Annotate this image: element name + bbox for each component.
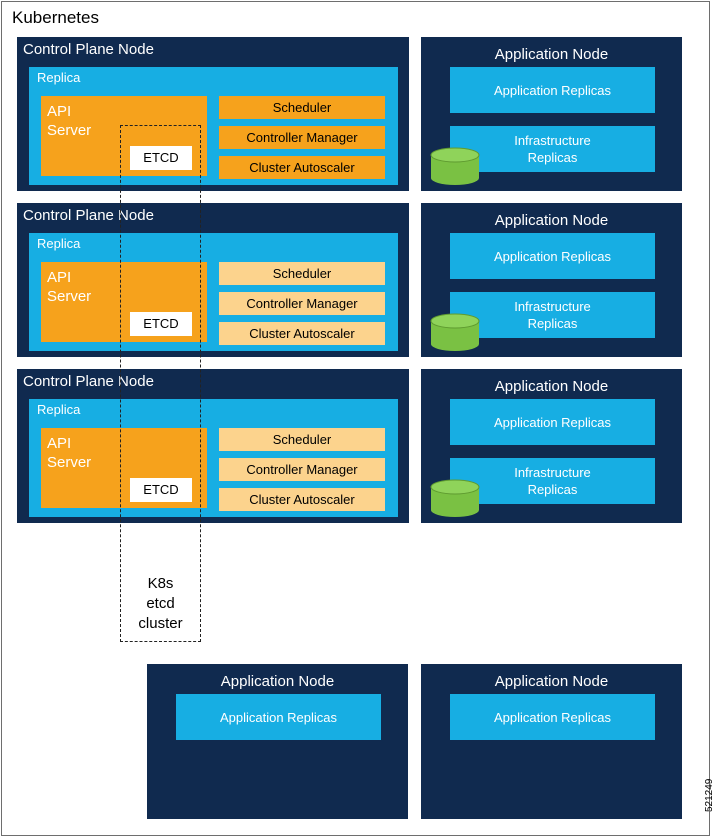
application-replicas-label: Application Replicas — [219, 709, 338, 725]
storage-disk-icon — [430, 479, 480, 517]
controller-manager-box: Controller Manager — [219, 292, 385, 315]
control-plane-node-title: Control Plane Node — [23, 41, 154, 58]
infrastructure-replicas-box: Infrastructure Replicas — [450, 292, 655, 338]
application-replicas-box: Application Replicas — [450, 233, 655, 279]
application-node-title: Application Node — [220, 673, 335, 690]
api-server-box: API Server ETCD — [41, 262, 207, 342]
control-plane-node-2: Control Plane Node Replica API Server ET… — [17, 203, 409, 357]
application-node-3: Application Node Application Replicas In… — [421, 369, 682, 523]
control-plane-node-3: Control Plane Node Replica API Server ET… — [17, 369, 409, 523]
api-server-label: API Server — [47, 103, 92, 139]
etcd-box: ETCD — [130, 312, 192, 336]
cluster-autoscaler-box: Cluster Autoscaler — [219, 488, 385, 511]
control-plane-node-title: Control Plane Node — [23, 373, 154, 390]
cluster-autoscaler-box: Cluster Autoscaler — [219, 322, 385, 345]
api-server-label: API Server — [47, 435, 92, 471]
application-replicas-box: Application Replicas — [450, 694, 655, 740]
controller-manager-box: Controller Manager — [219, 458, 385, 481]
cluster-autoscaler-box: Cluster Autoscaler — [219, 156, 385, 179]
infrastructure-replicas-label: Infrastructure Replicas — [514, 465, 591, 497]
application-replicas-label: Application Replicas — [493, 82, 612, 98]
storage-disk-icon — [430, 313, 480, 351]
application-node-title: Application Node — [494, 673, 609, 690]
infrastructure-replicas-label: Infrastructure Replicas — [514, 299, 591, 331]
application-replicas-label: Application Replicas — [493, 709, 612, 725]
replica-label: Replica — [37, 70, 81, 85]
etcd-box: ETCD — [130, 146, 192, 170]
diagram-title: Kubernetes — [12, 8, 99, 27]
api-server-box: API Server ETCD — [41, 428, 207, 508]
figure-number: 521249 — [704, 778, 715, 812]
application-replicas-box: Application Replicas — [450, 399, 655, 445]
control-plane-node-1: Control Plane Node Replica API Server ET… — [17, 37, 409, 191]
application-replicas-label: Application Replicas — [493, 414, 612, 430]
application-node-title: Application Node — [494, 46, 609, 63]
scheduler-box: Scheduler — [219, 428, 385, 451]
etcd-cluster-label: K8s etcd cluster — [138, 575, 183, 632]
application-node-title: Application Node — [494, 212, 609, 229]
control-plane-node-title: Control Plane Node — [23, 207, 154, 224]
infrastructure-replicas-box: Infrastructure Replicas — [450, 458, 655, 504]
kubernetes-frame — [1, 1, 710, 836]
application-node-1: Application Node Application Replicas In… — [421, 37, 682, 191]
application-node-5: Application Node Application Replicas — [421, 664, 682, 819]
infrastructure-replicas-label: Infrastructure Replicas — [514, 133, 591, 165]
application-replicas-box: Application Replicas — [450, 67, 655, 113]
replica-label: Replica — [37, 402, 81, 417]
scheduler-box: Scheduler — [219, 262, 385, 285]
etcd-cluster-boundary — [120, 125, 201, 642]
scheduler-box: Scheduler — [219, 96, 385, 119]
api-server-label: API Server — [47, 269, 92, 305]
storage-disk-icon — [430, 147, 480, 185]
controller-manager-box: Controller Manager — [219, 126, 385, 149]
application-replicas-box: Application Replicas — [176, 694, 381, 740]
application-replicas-label: Application Replicas — [493, 248, 612, 264]
replica-box: Replica API Server ETCD Scheduler Contro… — [29, 67, 398, 185]
replica-box: Replica API Server ETCD Scheduler Contro… — [29, 233, 398, 351]
application-node-title: Application Node — [494, 378, 609, 395]
etcd-box: ETCD — [130, 478, 192, 502]
application-node-2: Application Node Application Replicas In… — [421, 203, 682, 357]
api-server-box: API Server ETCD — [41, 96, 207, 176]
infrastructure-replicas-box: Infrastructure Replicas — [450, 126, 655, 172]
replica-label: Replica — [37, 236, 81, 251]
application-node-4: Application Node Application Replicas — [147, 664, 408, 819]
replica-box: Replica API Server ETCD Scheduler Contro… — [29, 399, 398, 517]
